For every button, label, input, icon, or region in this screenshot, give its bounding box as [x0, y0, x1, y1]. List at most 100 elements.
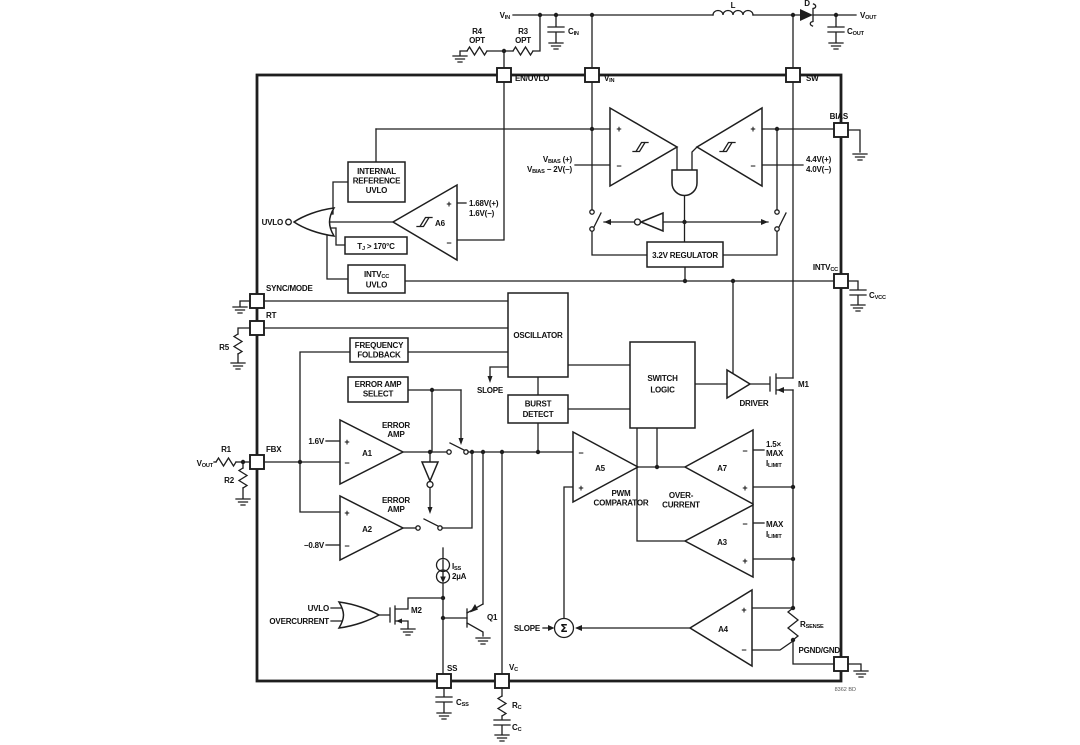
- label-pin-en-uvlo: EN/UVLO: [515, 74, 549, 83]
- plus-sign: +: [750, 124, 755, 134]
- ground-icon: [400, 628, 416, 636]
- pin-vc: [494, 673, 510, 689]
- bubble-icon: [285, 218, 292, 226]
- comparator-a3: [683, 503, 754, 579]
- label-uvlo-gate: UVLO: [308, 604, 329, 613]
- label-driver: DRIVER: [739, 399, 768, 408]
- label-cout: COUT: [847, 27, 865, 37]
- and-gate-icon: [671, 169, 698, 197]
- label-uvlo: UVLO: [366, 186, 387, 195]
- label-pin-fbx: FBX: [266, 445, 282, 454]
- driver-triangle: [726, 368, 752, 400]
- pin-intvcc: [833, 273, 849, 289]
- label-intvcc-uvlo-2: UVLO: [366, 281, 387, 290]
- block-regulator: [646, 241, 724, 268]
- label-bias-threshold-high: 4.4V(+): [806, 155, 832, 164]
- ground-icon: [548, 42, 564, 50]
- block-thermal-shutdown: [344, 236, 408, 255]
- label-slope-sum: SLOPE: [514, 624, 541, 633]
- pin-pgnd-gnd: [833, 656, 849, 672]
- amp-a4: [688, 588, 753, 668]
- label-vout-left: VOUT: [197, 459, 214, 469]
- label-amp-2: AMP: [387, 505, 405, 514]
- label-error-2: ERROR: [382, 496, 410, 505]
- label-intvcc-uvlo-1: INTVCC: [364, 270, 389, 280]
- inverter-icon: [420, 461, 440, 483]
- label-rc: RC: [512, 701, 522, 711]
- capacitor-cin: [547, 14, 565, 43]
- label-m2: M2: [411, 606, 422, 615]
- minus-sign: −: [344, 541, 349, 551]
- resistor-rc: [496, 695, 508, 717]
- plus-sign: +: [741, 605, 746, 615]
- hysteresis-icon: [632, 141, 649, 153]
- block-intvcc-uvlo: [347, 264, 406, 294]
- label-a1: A1: [362, 449, 373, 458]
- label-pin-sw: SW: [806, 74, 819, 83]
- label-error-1: ERROR: [382, 421, 410, 430]
- minus-sign: −: [578, 448, 583, 458]
- label-pin-ss: SS: [447, 664, 458, 673]
- label-pin-intvcc: INTVCC: [813, 263, 838, 273]
- capacitor-cc: [493, 715, 511, 735]
- label-r4: R4: [472, 27, 483, 36]
- label-ref-neg0v8: −0.8V: [304, 541, 325, 550]
- label-overcurrent-gate: OVERCURRENT: [269, 617, 329, 626]
- minus-sign: −: [742, 446, 747, 456]
- label-r2: R2: [224, 476, 235, 485]
- label-regulator: 3.2V REGULATOR: [652, 251, 718, 260]
- sigma-icon: Σ: [560, 622, 568, 635]
- resistor-r5: [232, 333, 244, 355]
- capacitor-cout: [827, 14, 845, 43]
- label-pin-rt: RT: [266, 311, 277, 320]
- label-iss: ISS: [452, 562, 462, 572]
- plus-sign: +: [616, 124, 621, 134]
- label-ilimit15-2: MAX: [766, 449, 784, 458]
- label-r3: R3: [518, 27, 529, 36]
- label-rsense: RSENSE: [800, 620, 824, 630]
- label-r1: R1: [221, 445, 232, 454]
- label-vbias-plus: VBIAS (+): [543, 155, 573, 165]
- ground-icon: [436, 712, 452, 720]
- comparator-a6: [391, 183, 458, 262]
- label-pin-vin: VIN: [604, 74, 614, 84]
- block-oscillator: [507, 292, 569, 378]
- minus-sign: −: [446, 238, 451, 248]
- label-error-amp-select-1: ERROR AMP: [355, 380, 403, 389]
- plus-sign: +: [446, 199, 451, 209]
- block-switch-logic: [629, 341, 696, 429]
- label-a3: A3: [717, 538, 728, 547]
- label-ilimit-1: MAX: [766, 520, 784, 529]
- label-detect: DETECT: [523, 410, 554, 419]
- resistor-r4: [466, 45, 488, 57]
- ground-icon: [232, 306, 248, 314]
- minus-sign: −: [741, 645, 746, 655]
- diagram-footer-code: 8362 BD: [835, 687, 856, 693]
- label-comparator: COMPARATOR: [594, 499, 649, 508]
- block-error-amp-select: [347, 376, 409, 403]
- pins: [249, 67, 849, 689]
- label-q1: Q1: [487, 613, 498, 622]
- label-burst: BURST: [525, 400, 552, 409]
- plus-sign: +: [344, 508, 349, 518]
- minus-sign: −: [616, 161, 621, 171]
- label-switch: SWITCH: [647, 374, 678, 383]
- capacitor-cvcc: [847, 280, 867, 305]
- resistor-rsense: [786, 607, 800, 641]
- ground-icon: [475, 637, 491, 645]
- inverter-icon: [639, 211, 664, 233]
- m2-or-gate: [337, 601, 381, 629]
- label-overcurrent-2: CURRENT: [662, 501, 700, 510]
- label-vin-source: VIN: [500, 11, 510, 21]
- label-pin-bias: BIAS: [830, 112, 849, 121]
- minus-sign: −: [750, 161, 755, 171]
- label-pwm: PWM: [612, 489, 631, 498]
- plus-sign: +: [578, 483, 583, 493]
- label-a2: A2: [362, 525, 373, 534]
- capacitor-css: [435, 687, 453, 713]
- label-overcurrent-1: OVER-: [669, 491, 694, 500]
- external-wires: [213, 129, 869, 742]
- label-amp-1: AMP: [387, 430, 405, 439]
- label-diode: D: [804, 0, 810, 8]
